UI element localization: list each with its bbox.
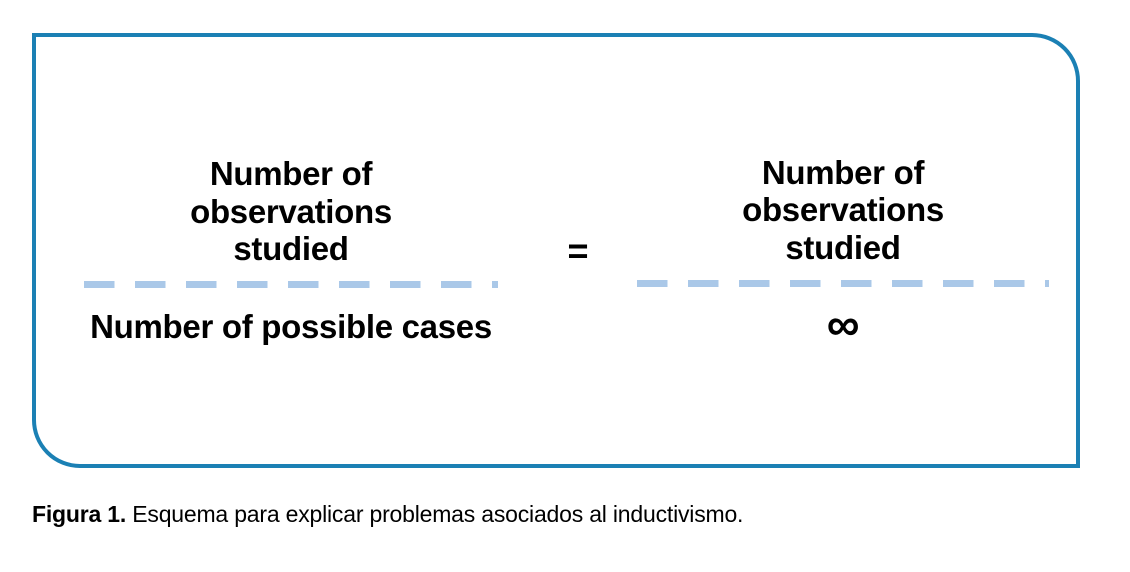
- equation: Number of observations studied Number of…: [36, 37, 1084, 464]
- left-fraction-denominator: Number of possible cases: [90, 308, 492, 346]
- right-fraction-bar: [637, 279, 1049, 287]
- diagram-frame: Number of observations studied Number of…: [32, 33, 1080, 468]
- left-fraction-bar: [84, 281, 498, 289]
- figure-caption-label: Figura 1.: [32, 501, 127, 527]
- right-fraction: Number of observations studied ∞: [628, 154, 1058, 347]
- left-fraction-numerator: Number of observations studied: [190, 155, 392, 267]
- figure-caption-text: Esquema para explicar problemas asociado…: [126, 501, 744, 527]
- figure-caption: Figura 1. Esquema para explicar problema…: [32, 500, 1092, 529]
- right-fraction-denominator-infinity: ∞: [826, 297, 860, 350]
- right-fraction-numerator: Number of observations studied: [742, 154, 944, 266]
- left-fraction: Number of observations studied Number of…: [56, 155, 526, 345]
- equals-sign: =: [567, 229, 589, 271]
